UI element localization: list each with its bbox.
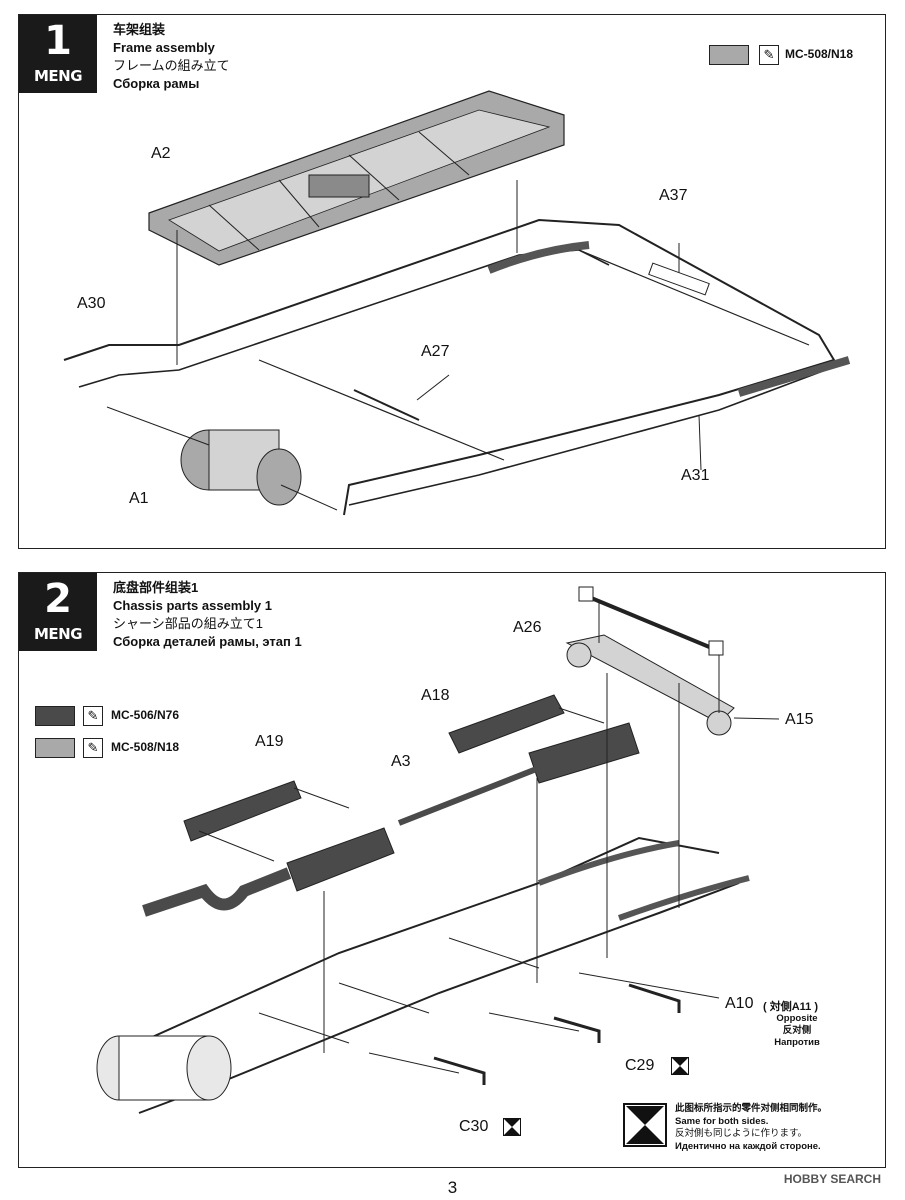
title-jp: フレームの組み立て: [113, 58, 230, 73]
title-en: Chassis parts assembly 1: [113, 598, 272, 613]
step-1-titles: 车架组装 Frame assembly フレームの組み立て Сборка рам…: [113, 21, 230, 93]
legend-en: Same for both sides.: [675, 1115, 769, 1127]
part-label-a37: A37: [659, 187, 688, 204]
step-1-badge: 1 MENG: [19, 15, 97, 93]
part-label-a18: A18: [421, 687, 450, 704]
meng-logo: MENG: [33, 67, 83, 85]
chassis-parts-drawing: [96, 586, 780, 1114]
legend-cn: 此图标所指示的零件对侧相同制作。: [675, 1103, 828, 1114]
part-label-a10: A10: [725, 995, 754, 1012]
paint-code-grey: MC-508/N18: [111, 740, 180, 754]
both-sides-legend: 此图标所指示的零件对侧相同制作。 Same for both sides. 反対…: [675, 1103, 827, 1153]
brush-icon: ✎: [83, 706, 103, 726]
step-number: 1: [44, 18, 72, 64]
both-sides-icon: [503, 1118, 521, 1136]
title-ru: Сборка деталей рамы, этап 1: [113, 634, 302, 649]
title-cn: 车架组装: [113, 22, 166, 37]
both-sides-icon: [671, 1057, 689, 1075]
part-label-a30: A30: [77, 295, 106, 312]
part-label-a26: A26: [513, 619, 542, 636]
title-en: Frame assembly: [113, 40, 215, 55]
part-label-a31: A31: [681, 467, 710, 484]
paint-code-dark: MC-506/N76: [111, 708, 180, 722]
brush-icon: ✎: [759, 45, 779, 65]
paint-swatch-grey: [35, 738, 75, 758]
part-label-a1: A1: [129, 490, 149, 507]
part-label-a19: A19: [255, 733, 284, 750]
part-label-c29: C29: [625, 1057, 655, 1074]
opposite-cn: 反对侧: [782, 1025, 812, 1036]
step-2-panel: 2 MENG 底盘部件组装1 Chassis parts assembly 1 …: [18, 572, 886, 1168]
opposite-ru: Напротив: [774, 1037, 820, 1048]
title-ru: Сборка рамы: [113, 76, 200, 91]
paint-swatch: [709, 45, 749, 65]
step-2-titles: 底盘部件组装1 Chassis parts assembly 1 シャーシ部品の…: [113, 579, 302, 651]
part-label-a3: A3: [391, 753, 411, 770]
part-label-a15: A15: [785, 711, 814, 728]
paint-code: MC-508/N18: [785, 47, 854, 61]
legend-jp: 反対側も同じように作ります。: [675, 1128, 808, 1139]
title-jp: シャーシ部品の組み立て1: [113, 616, 263, 631]
page-number: 3: [447, 1178, 458, 1197]
part-label-a2: A2: [151, 145, 171, 162]
step-2-badge: 2 MENG: [19, 573, 97, 651]
legend-ru: Идентично на каждой стороне.: [675, 1140, 821, 1152]
opposite-note: Opposite 反对侧 Напротив: [761, 1013, 833, 1049]
meng-logo: MENG: [33, 625, 83, 643]
brush-icon: ✎: [83, 738, 103, 758]
watermark: HOBBY SEARCH: [783, 1172, 881, 1186]
opposite-en: Opposite: [776, 1013, 818, 1024]
part-label-a27: A27: [421, 343, 450, 360]
part-label-c30: C30: [459, 1118, 489, 1135]
frame-assembly-drawing: [63, 90, 851, 516]
step-number: 2: [44, 576, 72, 622]
step-1-panel: 1 MENG 车架组装 Frame assembly フレームの組み立て Сбо…: [18, 14, 886, 549]
paint-swatch-dark: [35, 706, 75, 726]
part-label-a10-note: ( 対側A11 ): [763, 1001, 819, 1013]
title-cn: 底盘部件组装1: [113, 580, 199, 595]
both-sides-legend-icon: [623, 1103, 667, 1147]
